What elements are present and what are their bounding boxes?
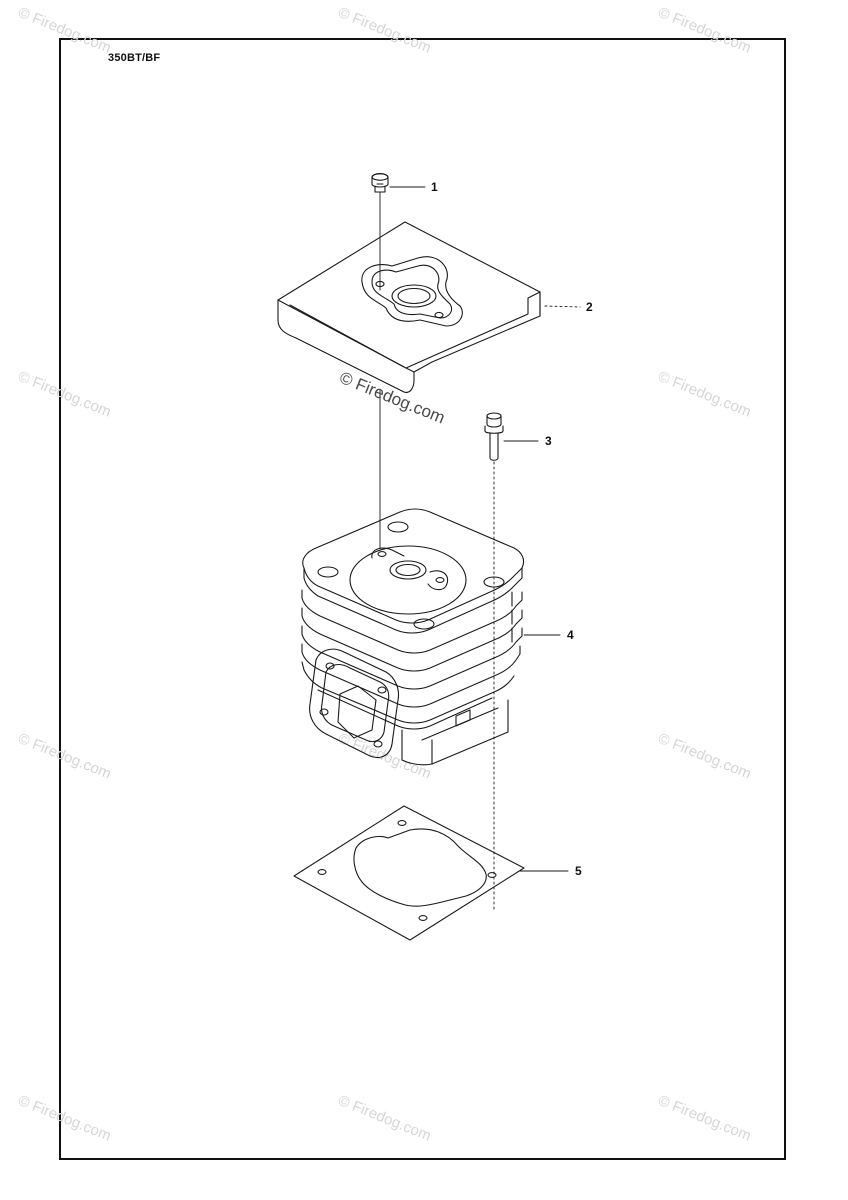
bolt-part-3 xyxy=(484,412,504,461)
screw-part-1 xyxy=(371,172,389,193)
model-label: 350BT/BF xyxy=(108,52,161,64)
callout-4: 4 xyxy=(567,628,574,642)
diagram-frame xyxy=(59,38,786,1160)
cylinder-part-4 xyxy=(301,508,525,766)
callout-2: 2 xyxy=(586,300,593,314)
leader-line-2 xyxy=(544,305,581,308)
callout-5: 5 xyxy=(575,864,582,878)
heat-shield-part-2 xyxy=(277,221,541,393)
callout-1: 1 xyxy=(431,180,438,194)
gasket-part-5 xyxy=(293,805,525,941)
callout-3: 3 xyxy=(545,434,552,448)
